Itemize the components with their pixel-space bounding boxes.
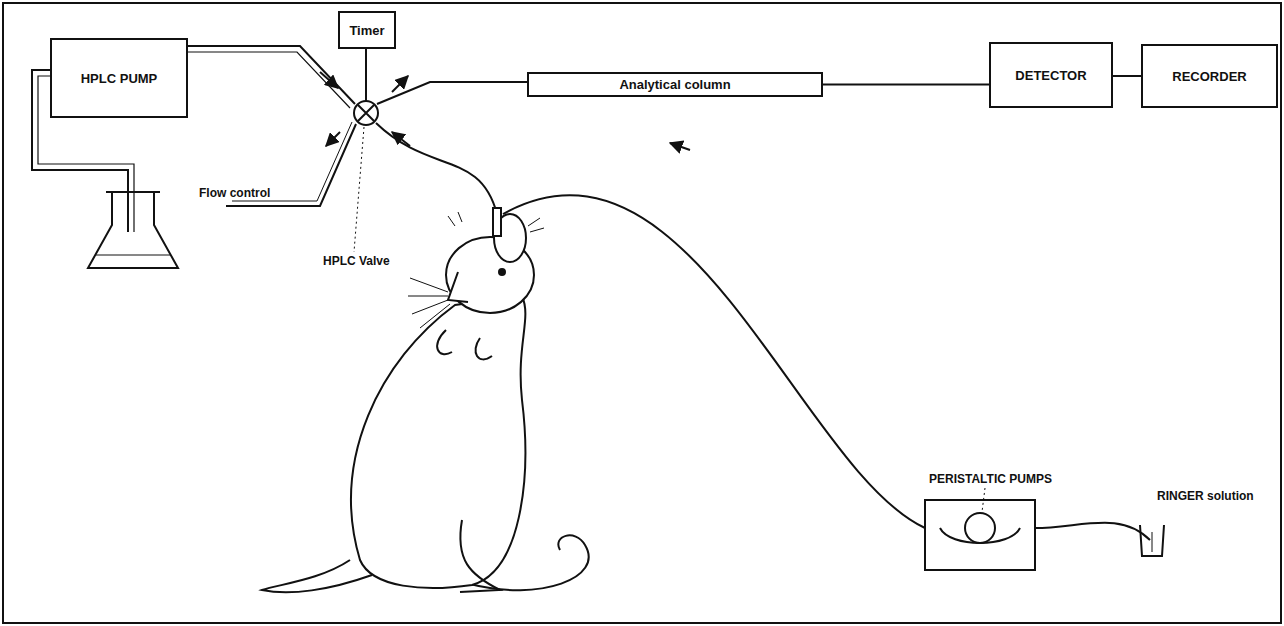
box-text: HPLC PUMP: [81, 71, 158, 86]
detector-box: DETECTOR: [989, 42, 1113, 108]
valve-label: HPLC Valve: [322, 254, 391, 268]
rat: [262, 208, 589, 592]
pump-label: PERISTALTIC PUMPS: [928, 472, 1053, 486]
ringer-beaker: [1140, 525, 1164, 556]
flow-label: Flow control: [198, 186, 271, 200]
timer-box: Timer: [338, 11, 396, 49]
tube-connector: [1113, 76, 1141, 77]
whiskers: [408, 212, 544, 328]
tubing: [32, 46, 1150, 540]
box-text: Timer: [349, 23, 384, 38]
frame: [3, 3, 1281, 623]
leader-line: [354, 127, 364, 252]
box-text: Analytical column: [619, 77, 730, 92]
column-box: Analytical column: [527, 72, 823, 97]
tube-connector: [823, 84, 989, 85]
solvent-flask: [88, 192, 178, 268]
box-text: DETECTOR: [1015, 68, 1086, 83]
solution-label: RINGER solution: [1156, 489, 1255, 503]
box-text: RECORDER: [1172, 69, 1246, 84]
pump-box: HPLC PUMP: [50, 38, 188, 118]
hplc-valve: [354, 101, 378, 125]
recorder-box: RECORDER: [1141, 44, 1278, 108]
peristaltic-pump: [925, 500, 1035, 570]
